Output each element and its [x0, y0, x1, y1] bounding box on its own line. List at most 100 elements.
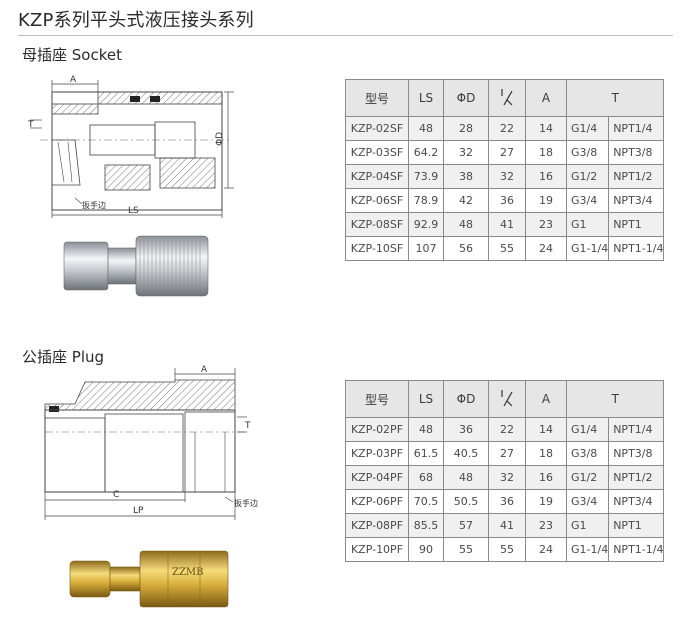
cell-phi-d: 36 [443, 417, 489, 442]
cell-wrench-size: 41 [488, 212, 526, 237]
cell-model: KZP-10PF [345, 537, 409, 562]
cell-thread-g: G3/8 [565, 441, 610, 466]
header-ls: LS [408, 79, 444, 117]
title-divider [18, 35, 673, 36]
cell-model: KZP-06SF [345, 188, 409, 213]
plug-dim-lp-label: LP [133, 506, 144, 516]
cell-a: 18 [525, 140, 567, 165]
wrench-symbol-icon [501, 88, 513, 105]
cell-a: 16 [525, 465, 567, 490]
cell-a: 16 [525, 164, 567, 189]
cell-thread-npt: NPT3/8 [608, 140, 665, 165]
cell-ls: 61.5 [408, 441, 444, 466]
cell-phi-d: 38 [443, 164, 489, 189]
socket-cross-section-drawing: A T ΦD 扳手边 LS [27, 75, 234, 218]
cell-thread-g: G1-1/4 [565, 537, 610, 562]
socket-dim-phid-label: ΦD [215, 132, 225, 146]
socket-dim-a-label: A [70, 75, 77, 85]
cell-model: KZP-03SF [345, 140, 409, 165]
cell-wrench-size: 32 [488, 164, 526, 189]
header-phi-d: ΦD [443, 79, 489, 117]
plug-dim-a-label: A [201, 365, 208, 375]
cell-ls: 64.2 [408, 140, 444, 165]
cell-a: 14 [525, 417, 567, 442]
cell-wrench-size: 22 [488, 417, 526, 442]
plug-product-photo: ZZMB [69, 550, 229, 608]
header-t: T [565, 79, 665, 117]
cell-ls: 85.5 [408, 513, 444, 538]
cell-thread-npt: NPT1/2 [608, 465, 665, 490]
cell-ls: 73.9 [408, 164, 444, 189]
cell-thread-g: G1/2 [565, 465, 610, 490]
cell-wrench-size: 36 [488, 489, 526, 514]
cell-thread-npt: NPT1/4 [608, 417, 665, 442]
socket-wrench-label: 扳手边 [82, 200, 106, 210]
header-phi-d: ΦD [443, 380, 489, 418]
cell-thread-npt: NPT1-1/4 [608, 236, 665, 261]
plug-dim-t-label: T [244, 421, 251, 431]
cell-wrench-size: 22 [488, 116, 526, 141]
cell-phi-d: 56 [443, 236, 489, 261]
table-header-row: 型号 LS ΦD A T [345, 79, 665, 117]
cell-wrench-size: 55 [488, 236, 526, 261]
cell-ls: 78.9 [408, 188, 444, 213]
plug-dim-c-label: C [113, 490, 119, 500]
header-a: A [525, 380, 567, 418]
cell-phi-d: 32 [443, 140, 489, 165]
cell-ls: 107 [408, 236, 444, 261]
cell-thread-g: G1/4 [565, 417, 610, 442]
cell-phi-d: 42 [443, 188, 489, 213]
header-t: T [565, 380, 665, 418]
cell-wrench-size: 27 [488, 140, 526, 165]
cell-model: KZP-03PF [345, 441, 409, 466]
cell-phi-d: 28 [443, 116, 489, 141]
socket-dim-ls-label: LS [128, 206, 139, 216]
socket-section-title: 母插座 Socket [22, 46, 122, 64]
cell-wrench-size: 41 [488, 513, 526, 538]
cell-wrench-size: 27 [488, 441, 526, 466]
cell-thread-g: G3/4 [565, 489, 610, 514]
cell-phi-d: 48 [443, 465, 489, 490]
cell-phi-d: 48 [443, 212, 489, 237]
header-model: 型号 [345, 79, 409, 117]
cell-ls: 68 [408, 465, 444, 490]
cell-model: KZP-08SF [345, 212, 409, 237]
plug-wrench-label: 扳手边 [234, 498, 258, 508]
wrench-symbol-icon [501, 389, 513, 406]
cell-model: KZP-02SF [345, 116, 409, 141]
cell-a: 18 [525, 441, 567, 466]
plug-engraving-text: ZZMB [172, 567, 203, 578]
cell-a: 24 [525, 537, 567, 562]
cell-model: KZP-04SF [345, 164, 409, 189]
cell-thread-npt: NPT3/4 [608, 489, 665, 514]
cell-thread-g: G1 [565, 212, 610, 237]
cell-model: KZP-02PF [345, 417, 409, 442]
socket-product-photo [63, 235, 209, 297]
cell-thread-g: G3/8 [565, 140, 610, 165]
cell-a: 23 [525, 513, 567, 538]
cell-phi-d: 40.5 [443, 441, 489, 466]
cell-a: 14 [525, 116, 567, 141]
cell-ls: 48 [408, 417, 444, 442]
plug-cross-section-drawing: A T 扳手边 C LP [44, 365, 258, 520]
cell-ls: 92.9 [408, 212, 444, 237]
cell-model: KZP-04PF [345, 465, 409, 490]
cell-thread-npt: NPT1 [608, 513, 665, 538]
cell-thread-npt: NPT1 [608, 212, 665, 237]
cell-a: 24 [525, 236, 567, 261]
cell-thread-npt: NPT3/4 [608, 188, 665, 213]
cell-thread-g: G1 [565, 513, 610, 538]
cell-thread-npt: NPT3/8 [608, 441, 665, 466]
table-header-row: 型号 LS ΦD A T [345, 380, 665, 418]
